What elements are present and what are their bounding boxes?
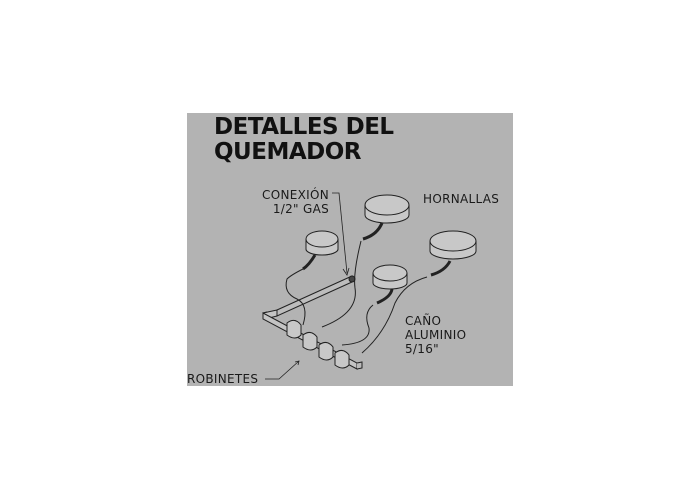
gas-connection-label: CONEXIÓN 1/2" GAS: [249, 188, 329, 216]
gas-connection-label-line-2: 1/2" GAS: [272, 202, 329, 216]
aluminum-pipe-label: CAÑO ALUMINIO 5/16": [405, 314, 466, 356]
burner-4: [361, 230, 477, 354]
conexion-leader-line: [332, 192, 348, 274]
burner-details-diagram: DETALLES DEL QUEMADOR CONEXIÓN 1/2" GAS …: [187, 113, 513, 386]
title-line-1: DETALLES DEL: [214, 114, 394, 140]
burner-assembly-illustration: [262, 192, 477, 380]
gas-connection-label-line-1: CONEXIÓN: [262, 188, 329, 202]
burners-label: HORNALLAS: [423, 192, 500, 206]
aluminum-pipe-label-line-2: ALUMINIO: [405, 328, 467, 342]
burner-3: [341, 264, 408, 346]
diagram-title: DETALLES DEL QUEMADOR: [214, 115, 394, 165]
title-line-2: QUEMADOR: [214, 139, 361, 165]
valve-knobs: [286, 319, 350, 369]
aluminum-pipe-label-line-1: CAÑO: [405, 314, 442, 328]
valves-label: ROBINETES: [187, 372, 259, 386]
robinetes-leader-line: [265, 360, 300, 380]
burner-1: [285, 230, 339, 326]
burner-2: [321, 194, 410, 328]
aluminum-pipe-label-line-3: 5/16": [405, 342, 439, 356]
